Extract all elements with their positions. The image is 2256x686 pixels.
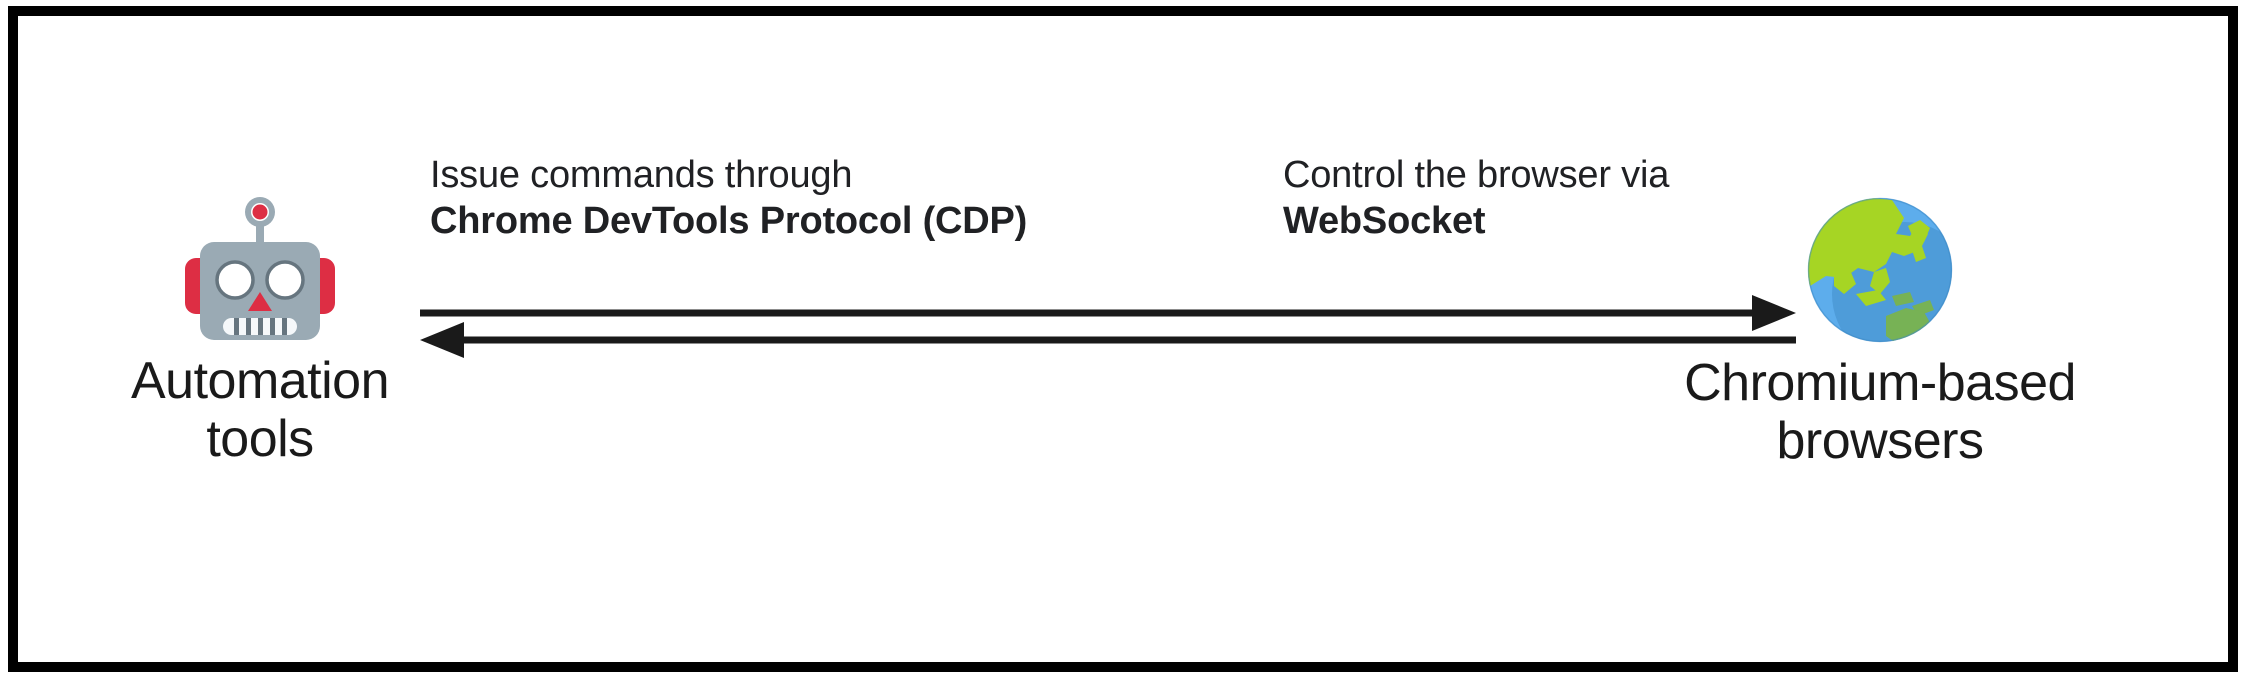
edge-label-cdp-line1: Issue commands through [430, 154, 853, 196]
edge-label-cdp-line2: Chrome DevTools Protocol (CDP) [430, 200, 1028, 243]
arrow-right-to-left [420, 322, 1796, 358]
browsers-label-line1: Chromium-based [1684, 354, 2076, 412]
browsers-label-line2: browsers [1776, 412, 1984, 471]
arrow-left-to-right [420, 295, 1796, 331]
edge-label-cdp: Issue commands through Chrome DevTools P… [430, 152, 1027, 245]
edge-label-websocket-line2: WebSocket [1283, 200, 1486, 243]
globe-icon [1807, 197, 1953, 343]
connector-arrows [420, 295, 1796, 358]
edge-label-websocket-line1: Control the browser via [1283, 154, 1670, 196]
node-automation-tools-label: Automation tools [110, 352, 410, 468]
node-automation-tools: Automation tools [110, 196, 410, 468]
automation-label-line2: tools [206, 410, 314, 469]
automation-label-line1: Automation [130, 352, 390, 410]
robot-icon [185, 197, 335, 340]
node-chromium-browsers-label: Chromium-based browsers [1630, 354, 2130, 470]
node-chromium-browsers: Chromium-based browsers [1630, 190, 2130, 470]
edge-label-websocket: Control the browser via WebSocket [1283, 152, 1669, 245]
